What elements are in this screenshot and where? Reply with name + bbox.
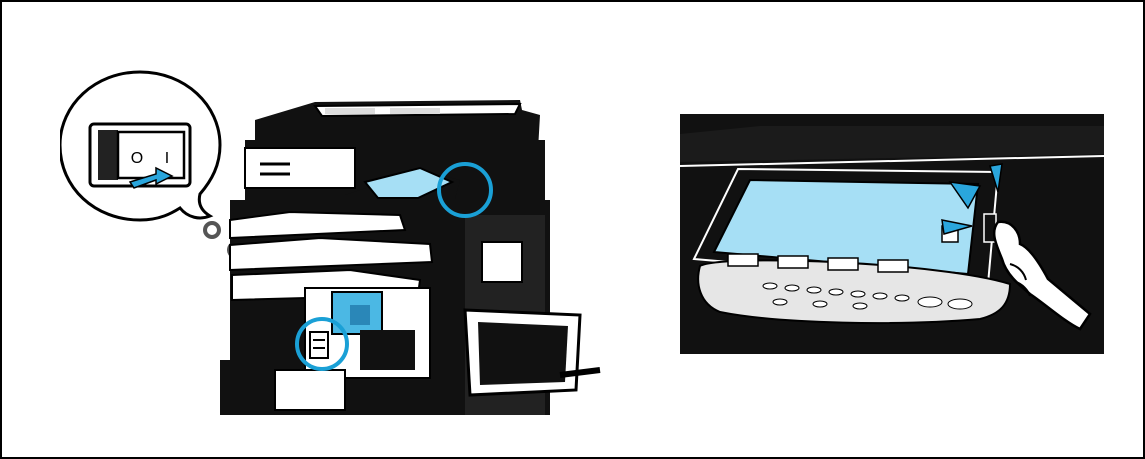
power-switch-icon: O I	[90, 124, 190, 188]
switch-off-label: O	[131, 150, 143, 167]
control-panel-illustration	[680, 114, 1104, 354]
copier-illustration: O I	[60, 70, 620, 415]
copier-machine	[220, 100, 600, 415]
switch-on-label: I	[165, 150, 169, 167]
